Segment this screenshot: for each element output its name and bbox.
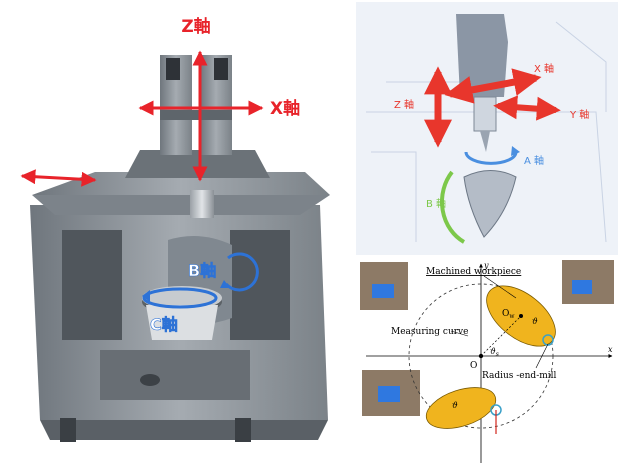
machined-workpiece-label: Machined workpiece (426, 267, 521, 277)
measuring-curve-label: Measuring curve (391, 327, 468, 337)
z-axis-label: Z 軸 (394, 98, 414, 111)
workpiece (463, 170, 517, 238)
spindle-nose (190, 190, 214, 218)
c-axis-rotation-arrow (142, 287, 218, 309)
x-axis-label: X軸 (270, 98, 300, 119)
workpiece-lower (425, 387, 497, 429)
a-axis-label: A 軸 (524, 154, 544, 167)
axis-diagram: X 軸 Y 軸 Z 軸 A 軸 B 軸 (366, 14, 607, 244)
leader-end-mill (535, 343, 549, 369)
measuring-diagram-panel: Machined workpiece Measuring curve Radiu… (356, 258, 618, 466)
measuring-diagram: Machined workpiece Measuring curve Radiu… (360, 260, 614, 463)
b-axis-rotation-arrow (439, 170, 466, 244)
z-axis-label: Z軸 (181, 16, 210, 37)
b-axis-arrowhead (220, 280, 230, 288)
center-point (519, 314, 523, 318)
motor-left (166, 58, 180, 80)
y-axis-label: y (483, 261, 489, 270)
radius-line (480, 315, 522, 357)
frame-opening-right (230, 230, 290, 340)
axis-diagram-panel: X 軸 Y 軸 Z 軸 A 軸 B 軸 (356, 2, 618, 255)
y-axis-label: Y 軸 (569, 108, 589, 121)
a-axis-arrowhead (511, 146, 520, 156)
c-axis-arrowhead (142, 290, 150, 302)
machine-illustration-panel: Z軸 X軸 B軸 C軸 (20, 16, 330, 442)
rotary-table-body (146, 305, 218, 340)
x-axis-label: x (608, 345, 613, 354)
photo-workpiece-bottom-left (378, 386, 400, 402)
photo-workpiece-top-left (372, 284, 394, 298)
b-axis-rotation-arrow (224, 252, 259, 292)
saddle (125, 150, 270, 178)
theta-s-label: ϑs (490, 347, 499, 358)
machine-illustration: Z軸 X軸 B軸 C軸 (20, 16, 330, 442)
leader-workpiece (483, 275, 517, 299)
end-mill-upper (542, 334, 554, 346)
center-label: Ow (502, 309, 515, 320)
measuring-curve (408, 283, 554, 429)
column-band (160, 110, 232, 120)
motor-right (214, 58, 228, 80)
y-axis-arrow (20, 169, 97, 187)
radius-end-mill-label: Radius -end-mill (482, 371, 557, 381)
x-axis-label: X 軸 (534, 62, 554, 75)
tool-tip (480, 131, 490, 152)
b-axis-label: B軸 (188, 261, 216, 280)
frame-lower-bay (100, 350, 250, 400)
bridge (32, 195, 330, 215)
origin-point (478, 353, 484, 359)
frame-opening-left (62, 230, 122, 340)
foot-right (235, 418, 251, 442)
leader-curve (450, 330, 469, 337)
foot-left (60, 418, 76, 442)
y-axis-arrow (493, 95, 561, 121)
b-axis-label: B 軸 (426, 197, 446, 210)
frame-bolt (140, 374, 160, 386)
machine-base (40, 420, 328, 440)
theta-upper-label: ϑ (532, 317, 538, 326)
photo-workpiece-top-right (572, 280, 592, 294)
x-axis-arrow (444, 68, 542, 104)
c-axis-label: C軸 (150, 315, 178, 334)
theta-lower-label: ϑ (452, 401, 458, 410)
spindle (473, 96, 497, 132)
a-axis-rotation-arrow (464, 151, 518, 165)
origin-label: O (470, 361, 477, 371)
